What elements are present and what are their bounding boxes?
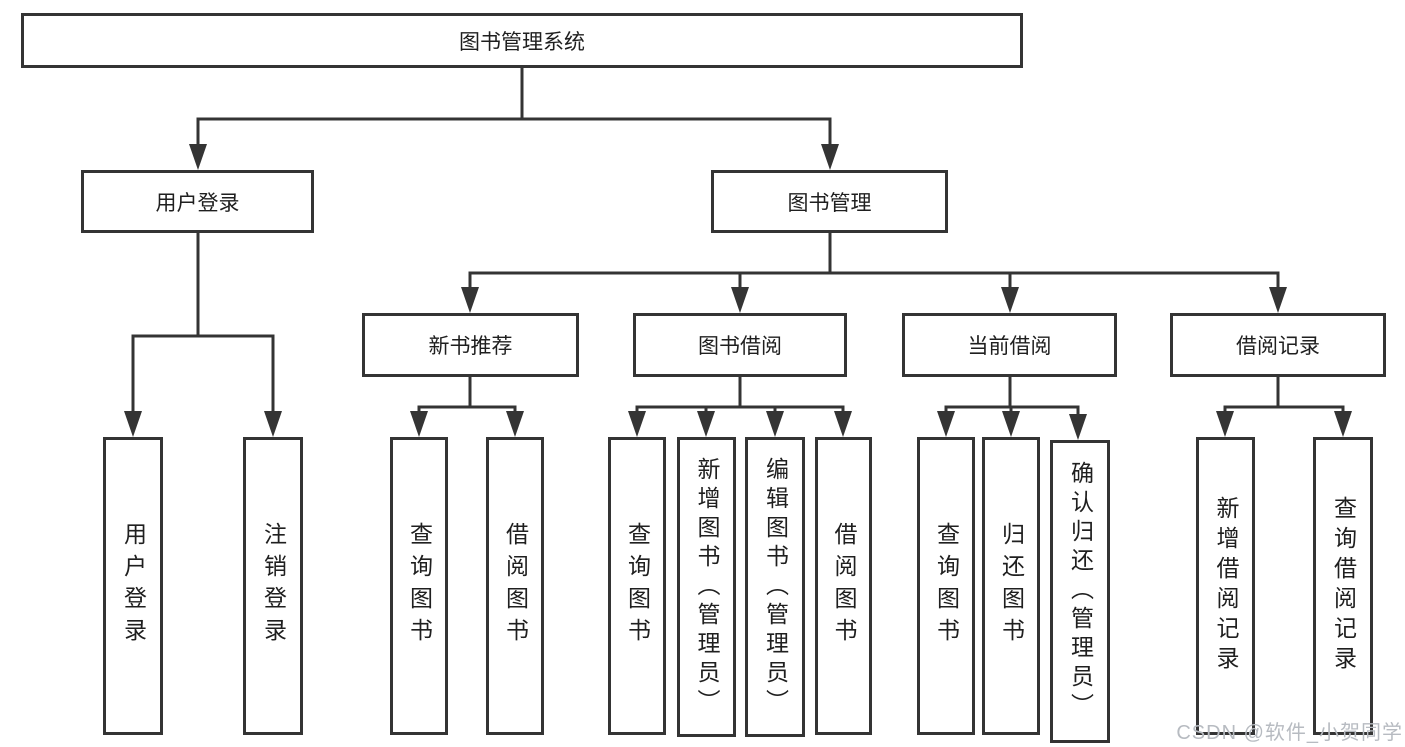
- leaf-br-add-record-label: 新增借阅记录: [1213, 496, 1239, 676]
- csdn-watermark: CSDN @软件_小贺同学: [1176, 722, 1403, 744]
- node-current-borrowing-label: 当前借阅: [967, 335, 1052, 358]
- arrow-to-book-borrow: [731, 273, 749, 313]
- arrow-bb-add: [697, 407, 715, 437]
- leaf-user-login-label: 用户登录: [120, 522, 147, 650]
- arrow-cb-return: [1002, 407, 1020, 437]
- arrow-to-user-login: [189, 119, 207, 170]
- arrow-to-current-borrow: [1001, 273, 1019, 313]
- leaf-bb-query-books: 查询图书: [608, 437, 666, 735]
- arrow-to-leaf-user-login: [124, 336, 142, 437]
- arrow-nb-borrow: [506, 407, 524, 437]
- node-current-borrowing: 当前借阅: [902, 313, 1117, 377]
- node-new-book-recommend: 新书推荐: [362, 313, 579, 377]
- leaf-nb-borrow-books-label: 借阅图书: [502, 522, 529, 650]
- leaf-user-login: 用户登录: [103, 437, 163, 735]
- leaf-cb-confirm-return-admin-label: 确认归还（管理员）: [1067, 461, 1094, 722]
- leaf-bb-borrow-books-label: 借阅图书: [831, 522, 857, 650]
- arrow-to-borrow-record: [1269, 273, 1287, 313]
- arrow-cb-query: [937, 407, 955, 437]
- leaf-bb-edit-books-admin-label: 编辑图书（管理员）: [762, 456, 789, 718]
- arrow-to-book-mgmt: [821, 119, 839, 170]
- leaf-nb-borrow-books: 借阅图书: [486, 437, 544, 735]
- node-book-borrowing-label: 图书借阅: [698, 335, 782, 358]
- leaf-nb-query-books: 查询图书: [390, 437, 448, 735]
- leaf-cb-query-books-label: 查询图书: [933, 522, 960, 650]
- leaf-cb-return-books-label: 归还图书: [998, 522, 1025, 650]
- node-user-login: 用户登录: [81, 170, 314, 233]
- leaf-cb-return-books: 归还图书: [982, 437, 1040, 735]
- leaf-bb-query-books-label: 查询图书: [624, 522, 651, 650]
- leaf-cb-confirm-return-admin: 确认归还（管理员）: [1050, 440, 1110, 743]
- node-new-book-recommend-label: 新书推荐: [428, 335, 513, 358]
- leaf-bb-borrow-books: 借阅图书: [815, 437, 872, 735]
- node-user-login-label: 用户登录: [155, 191, 240, 215]
- leaf-bb-edit-books-admin: 编辑图书（管理员）: [745, 437, 805, 737]
- arrow-cb-confirm: [1069, 407, 1087, 440]
- leaf-br-query-record: 查询借阅记录: [1313, 437, 1373, 735]
- arrow-to-new-book: [461, 273, 479, 313]
- arrow-nb-query: [410, 407, 428, 437]
- node-root-system: 图书管理系统: [21, 13, 1023, 68]
- arrow-br-add: [1216, 407, 1234, 437]
- arrow-bb-edit: [766, 407, 784, 437]
- arrow-to-leaf-logout: [264, 336, 282, 437]
- leaf-logout: 注销登录: [243, 437, 303, 735]
- leaf-logout-label: 注销登录: [260, 522, 287, 650]
- node-book-management: 图书管理: [711, 170, 948, 233]
- leaf-bb-add-books-admin-label: 新增图书（管理员）: [694, 456, 720, 718]
- leaf-nb-query-books-label: 查询图书: [406, 522, 433, 650]
- leaf-br-query-record-label: 查询借阅记录: [1330, 496, 1357, 676]
- node-book-borrowing: 图书借阅: [633, 313, 847, 377]
- leaf-bb-add-books-admin: 新增图书（管理员）: [677, 437, 736, 737]
- node-book-management-label: 图书管理: [787, 191, 872, 215]
- node-root-label: 图书管理系统: [459, 30, 585, 54]
- arrow-br-query: [1334, 407, 1352, 437]
- arrow-bb-borrow: [834, 407, 852, 437]
- node-borrowing-records: 借阅记录: [1170, 313, 1386, 377]
- leaf-cb-query-books: 查询图书: [917, 437, 975, 735]
- arrow-bb-query: [628, 407, 646, 437]
- node-borrowing-records-label: 借阅记录: [1236, 335, 1320, 358]
- leaf-br-add-record: 新增借阅记录: [1196, 437, 1255, 735]
